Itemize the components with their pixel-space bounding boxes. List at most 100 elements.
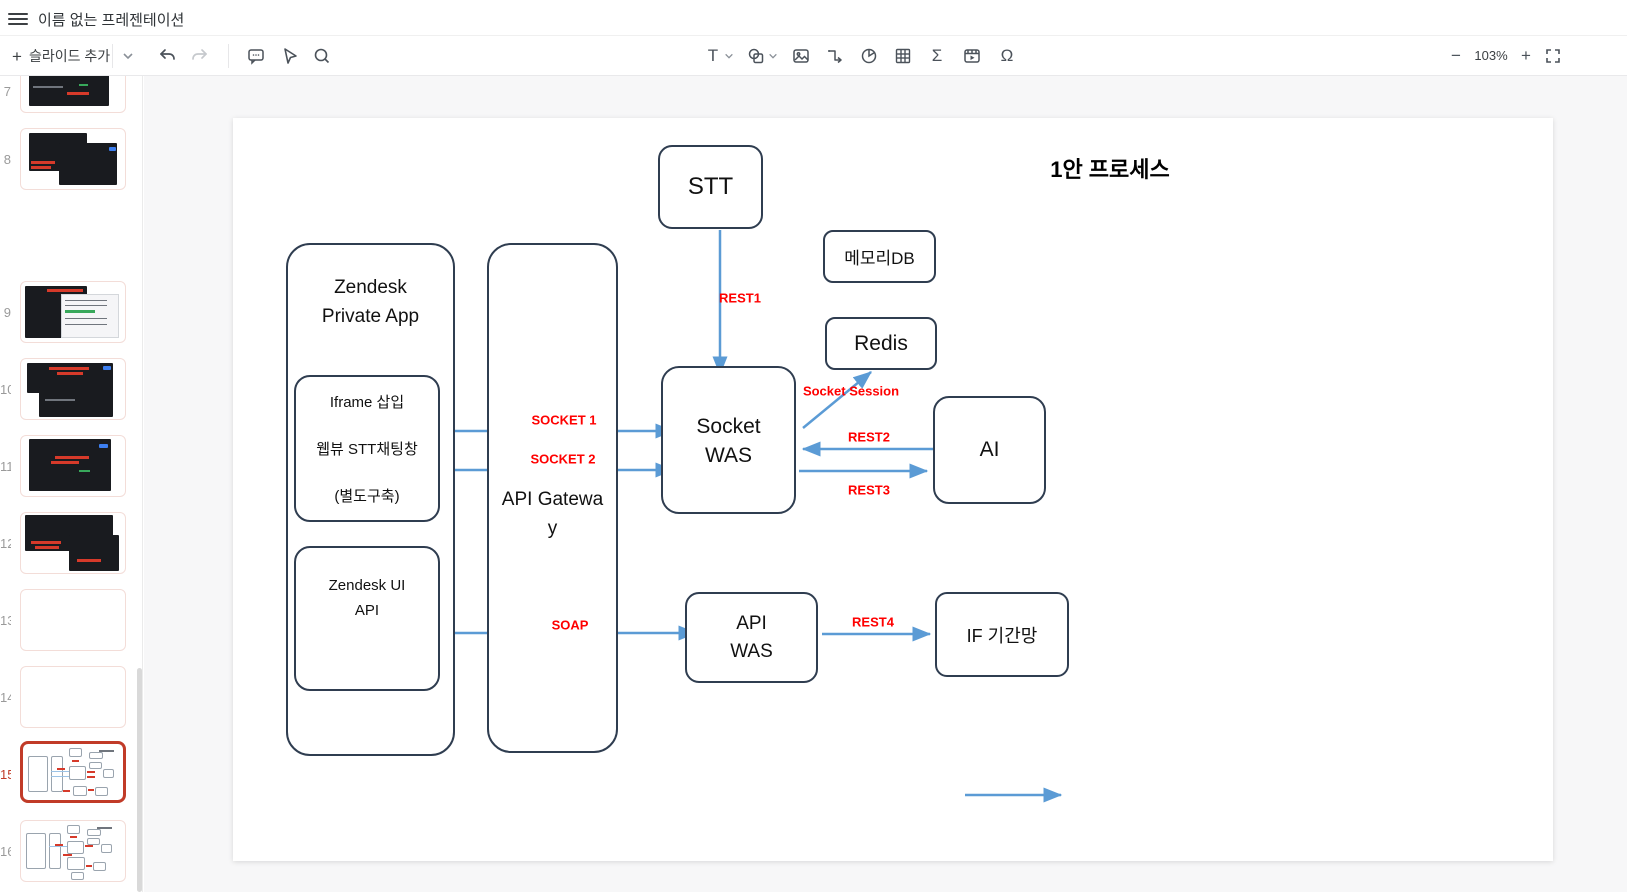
slide-thumbnail[interactable] <box>20 820 126 882</box>
connector-tool-icon[interactable] <box>823 44 847 68</box>
preview-fragment <box>87 829 101 836</box>
preview-fragment <box>93 862 106 871</box>
plus-icon: + <box>12 46 22 66</box>
node-iframe-box[interactable]: Iframe 삽입 웹뷰 STT채팅창 (별도구축) <box>294 375 440 522</box>
preview-fragment <box>29 439 111 491</box>
node-if-network[interactable]: IF 기간망 <box>935 592 1069 677</box>
node-label-line: Iframe 삽입 <box>329 394 405 411</box>
fullscreen-icon[interactable] <box>1541 44 1565 68</box>
slide-thumbnail[interactable] <box>20 589 126 651</box>
preview-fragment <box>97 827 112 829</box>
zoom-level[interactable]: 103% <box>1474 48 1508 63</box>
slide-number: 11 <box>0 459 11 474</box>
preview-fragment <box>99 444 108 448</box>
preview-fragment <box>72 760 79 762</box>
add-slide-button[interactable]: + 슬라이드 추가 <box>12 44 110 68</box>
slide-thumbnail[interactable] <box>20 76 126 113</box>
preview-fragment <box>65 305 107 306</box>
present-pointer-icon[interactable] <box>278 44 302 68</box>
edge-label-socket-session[interactable]: Socket Session <box>802 383 900 399</box>
edge-label-socket2[interactable]: SOCKET 2 <box>530 451 596 467</box>
edge-label-rest2[interactable]: REST2 <box>848 429 890 445</box>
preview-fragment <box>26 833 46 869</box>
chart-tool-icon[interactable] <box>857 44 881 68</box>
edge-label-soap[interactable]: SOAP <box>551 617 589 633</box>
preview-fragment <box>77 559 101 562</box>
undo-icon[interactable] <box>155 44 179 68</box>
node-ai[interactable]: AI <box>933 396 1046 504</box>
preview-fragment <box>45 399 75 401</box>
edge-label-rest3[interactable]: REST3 <box>848 482 890 498</box>
node-label: Zendesk Private App <box>321 277 420 328</box>
chevron-down-icon[interactable] <box>766 44 780 68</box>
preview-fragment <box>31 161 55 164</box>
chevron-down-icon[interactable] <box>722 44 736 68</box>
preview-fragment <box>55 844 63 846</box>
slide-thumbnail[interactable] <box>20 281 126 343</box>
slide-canvas[interactable]: 1안 프로세스 STT 메모리DB <box>233 118 1553 861</box>
preview-fragment <box>69 766 86 780</box>
node-stt[interactable]: STT <box>658 145 763 229</box>
preview-fragment <box>61 294 119 338</box>
node-label: Zendesk UI API <box>328 577 406 619</box>
slide-number: 7 <box>3 84 11 99</box>
preview-fragment <box>55 456 89 459</box>
edge-label-rest1[interactable]: REST1 <box>719 290 761 306</box>
slide-thumbnail[interactable] <box>20 666 126 728</box>
preview-fragment <box>65 324 107 325</box>
image-tool-icon[interactable] <box>789 44 813 68</box>
preview-fragment <box>51 776 69 777</box>
slide-thumbnail[interactable] <box>20 128 126 190</box>
shape-tool-icon[interactable] <box>744 44 768 68</box>
node-label-line: (별도구축) <box>334 488 400 505</box>
preview-fragment <box>79 470 90 472</box>
slide-thumbnail[interactable] <box>20 358 126 420</box>
diagram-title[interactable]: 1안 프로세스 <box>1050 157 1170 182</box>
add-slide-label: 슬라이드 추가 <box>28 48 111 64</box>
preview-fragment <box>51 771 69 772</box>
preview-fragment <box>88 789 94 791</box>
preview-fragment <box>35 546 59 549</box>
preview-fragment <box>49 846 67 847</box>
slide-number: 12 <box>0 536 11 551</box>
preview-fragment <box>28 756 48 792</box>
node-zendesk-ui-api[interactable]: Zendesk UI API <box>294 546 440 691</box>
slide-thumbnail[interactable] <box>20 512 126 574</box>
hamburger-icon[interactable] <box>8 10 28 26</box>
preview-fragment <box>99 750 114 752</box>
node-api-gateway[interactable]: API Gateway <box>487 243 618 753</box>
edge-socket-session-arrow[interactable] <box>802 371 872 429</box>
node-memory-db[interactable]: 메모리DB <box>823 230 936 283</box>
preview-fragment <box>86 865 92 867</box>
slide-number: 13 <box>0 613 11 628</box>
search-icon[interactable] <box>310 44 334 68</box>
preview-fragment <box>95 787 108 796</box>
preview-fragment <box>71 872 84 880</box>
redo-icon[interactable] <box>188 44 212 68</box>
chevron-down-icon[interactable] <box>116 44 140 68</box>
slide-thumbnail[interactable] <box>20 435 126 497</box>
text-tool-icon[interactable]: T <box>707 46 719 65</box>
slide-thumbnail-selected[interactable] <box>20 741 126 803</box>
preview-fragment <box>85 845 93 847</box>
symbol-tool-icon[interactable]: Ω <box>1000 46 1014 65</box>
preview-fragment <box>49 367 89 370</box>
zoom-in-icon[interactable]: + <box>1521 46 1531 65</box>
node-socket-was[interactable]: Socket WAS <box>661 366 796 514</box>
preview-fragment <box>57 372 83 375</box>
preview-fragment <box>63 854 72 856</box>
preview-fragment <box>57 768 65 770</box>
sidebar-scrollbar[interactable] <box>137 668 142 892</box>
preview-fragment <box>89 752 103 759</box>
comment-icon[interactable] <box>244 44 268 68</box>
edge-label-rest4[interactable]: REST4 <box>852 614 894 630</box>
edge-label-socket1[interactable]: SOCKET 1 <box>531 412 597 428</box>
node-redis[interactable]: Redis <box>825 317 937 370</box>
preview-fragment <box>87 838 100 845</box>
formula-tool-icon[interactable]: Σ <box>931 46 943 65</box>
node-api-was[interactable]: API WAS <box>685 592 818 683</box>
table-tool-icon[interactable] <box>891 44 915 68</box>
zoom-out-icon[interactable]: − <box>1451 46 1461 65</box>
video-tool-icon[interactable] <box>960 44 984 68</box>
preview-fragment <box>65 300 107 301</box>
